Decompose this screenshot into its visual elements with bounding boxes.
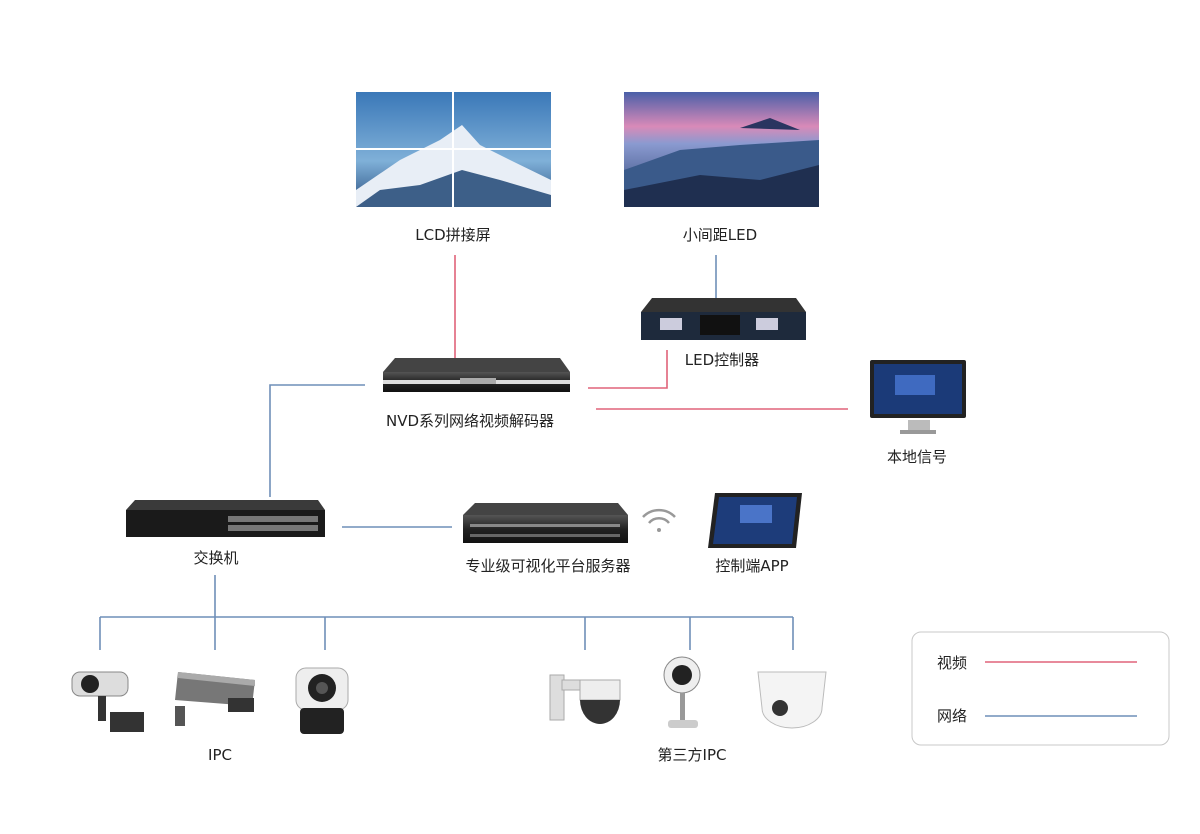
ipc-label: IPC — [208, 746, 232, 764]
switch-label: 交换机 — [193, 549, 238, 567]
camera-bus-line — [99, 575, 794, 650]
ipc-camera-wifi — [295, 667, 349, 734]
app-label: 控制端APP — [715, 557, 788, 575]
third-party-ptz-camera — [549, 674, 621, 724]
server-label: 专业级可视化平台服务器 — [465, 557, 630, 575]
nvd-label: NVD系列网络视频解码器 — [386, 412, 554, 430]
nvd-switch-line — [269, 384, 365, 497]
led-screen — [624, 92, 819, 207]
led-controller-video-line — [588, 350, 668, 389]
legend-video-label: 视频 — [937, 654, 967, 672]
video-connections — [454, 255, 848, 410]
led-controller-label: LED控制器 — [685, 351, 759, 369]
network-switch-device — [126, 500, 325, 537]
ipc-camera-bullet-1 — [71, 671, 144, 732]
legend: 视频 网络 — [911, 631, 1170, 746]
third-party-home-camera — [663, 656, 701, 728]
led-label: 小间距LED — [683, 226, 757, 244]
visualization-server-device — [463, 503, 628, 543]
lcd-video-wall — [356, 92, 551, 207]
control-app-tablet — [708, 493, 802, 548]
led-controller-device — [641, 298, 806, 340]
wifi-icon — [642, 508, 676, 532]
third-party-ipc-label: 第三方IPC — [658, 746, 727, 764]
lcd-label: LCD拼接屏 — [415, 226, 490, 244]
network-connections — [99, 255, 794, 650]
legend-network-label: 网络 — [937, 707, 967, 725]
local-signal-label: 本地信号 — [887, 448, 947, 466]
ipc-camera-bullet-2 — [175, 672, 255, 726]
third-party-dome-camera — [757, 671, 827, 729]
local-signal-monitor — [870, 360, 966, 434]
nvd-decoder-device — [383, 358, 570, 392]
